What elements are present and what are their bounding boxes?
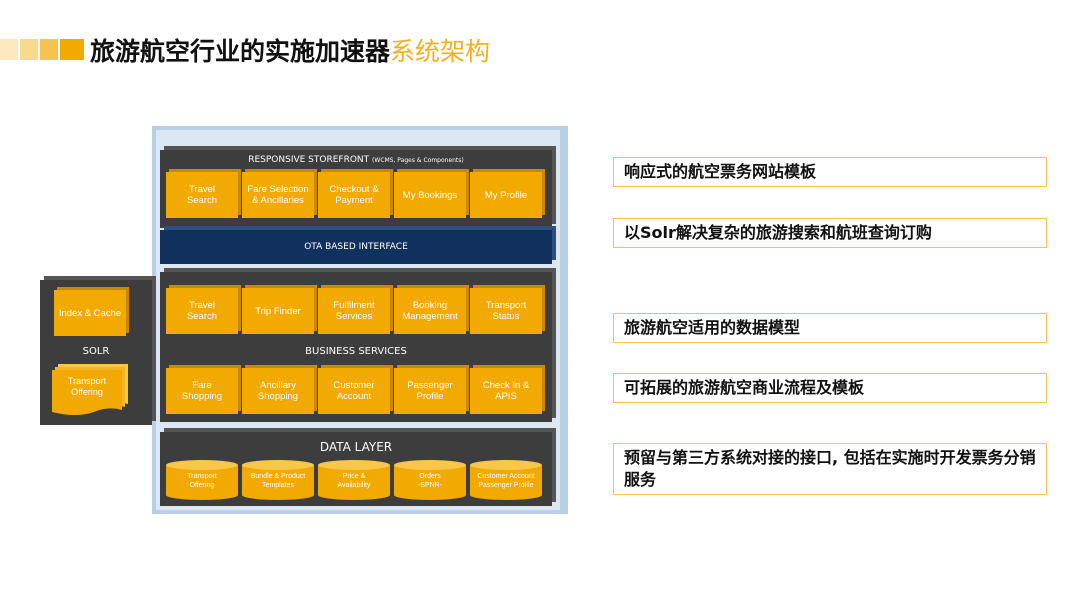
storefront-box: My Profile	[470, 172, 542, 218]
storefront-panel: RESPONSIVE STOREFRONT (WCMS, Pages & Com…	[160, 150, 552, 228]
business-services-panel: Travel Search Trip Finder Fulfilment Ser…	[160, 272, 552, 422]
architecture-diagram: RESPONSIVE STOREFRONT (WCMS, Pages & Com…	[152, 126, 568, 514]
feature-item: 以Solr解决复杂的旅游搜索和航班查询订购	[613, 218, 1047, 248]
solr-document: Transport Offering	[52, 364, 128, 416]
business-box: Transport Status	[470, 288, 542, 334]
storefront-box: Travel Search	[166, 172, 238, 218]
document-stack-icon	[52, 364, 128, 415]
data-store: Price & Availability	[318, 460, 390, 500]
feature-item: 响应式的航空票务网站模板	[613, 157, 1047, 187]
business-services-label: BUSINESS SERVICES	[305, 346, 407, 357]
business-box: Ancillary Shopping	[242, 368, 314, 414]
data-layer-panel: DATA LAYER Transport Offering Bundle & P…	[160, 432, 552, 506]
solr-panel: Index & Cache SOLR Transport Offering	[40, 280, 152, 425]
business-box: Fulfilment Services	[318, 288, 390, 334]
data-store: Orders -SPNR-	[394, 460, 466, 500]
solr-document-label: Transport Offering	[67, 376, 107, 397]
data-store: Bundle & Product Templates	[242, 460, 314, 500]
data-store: Transport Offering	[166, 460, 238, 500]
solr-index-box: Index & Cache	[54, 290, 126, 336]
business-box: Check In & APIS	[470, 368, 542, 414]
storefront-note: (WCMS, Pages & Components)	[372, 157, 464, 164]
business-box: Fare Shopping	[166, 368, 238, 414]
feature-item: 旅游航空适用的数据模型	[613, 313, 1047, 343]
storefront-label: RESPONSIVE STOREFRONT	[248, 155, 370, 165]
business-box: Trip Finder	[242, 288, 314, 334]
feature-item: 可拓展的旅游航空商业流程及模板	[613, 373, 1047, 403]
title-accent-bars	[0, 39, 84, 60]
business-box: Customer Account	[318, 368, 390, 414]
page-title: 旅游航空行业的实施加速器系统架构	[90, 32, 490, 68]
business-box: Travel Search	[166, 288, 238, 334]
feature-item: 预留与第三方系统对接的接口, 包括在实施时开发票务分销服务	[613, 443, 1047, 495]
business-box: Passenger Profile	[394, 368, 466, 414]
title-highlight: 系统架构	[390, 37, 491, 66]
storefront-box: Fare Selection & Ancillaries	[242, 172, 314, 218]
storefront-box: My Bookings	[394, 172, 466, 218]
title-main: 旅游航空行业的实施加速器	[90, 37, 391, 66]
business-box: Booking Management	[394, 288, 466, 334]
solr-label: SOLR	[82, 346, 110, 357]
data-layer-label: DATA LAYER	[319, 440, 393, 454]
storefront-box: Checkout & Payment	[318, 172, 390, 218]
data-store: Customer Account Passenger Profile	[470, 460, 542, 500]
ota-interface-band: OTA BASED INTERFACE	[160, 230, 552, 264]
